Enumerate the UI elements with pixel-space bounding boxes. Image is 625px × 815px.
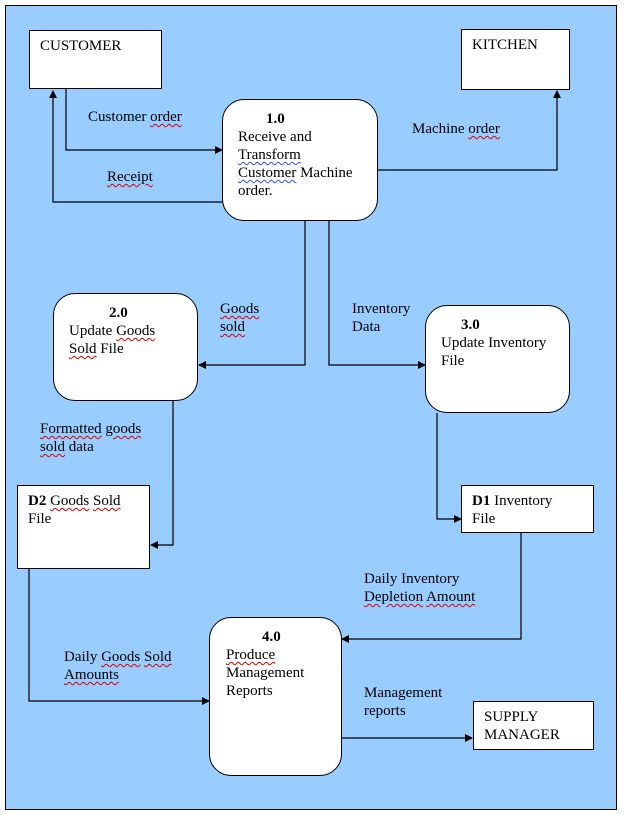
flow-goods-sold xyxy=(198,221,306,369)
process-2-line-1a: Update xyxy=(69,323,117,339)
process-2[interactable]: 2.0 Update Goods Sold File xyxy=(53,293,198,401)
process-4[interactable]: 4.0 Produce Management Reports xyxy=(209,617,342,776)
process-4-line-2: Management xyxy=(226,665,305,681)
store-d2-name-a: Goods xyxy=(50,493,90,509)
process-2-line-1b: Goods xyxy=(116,323,156,339)
entity-customer[interactable]: CUSTOMER xyxy=(29,30,162,89)
store-d1-name-a: Inventory xyxy=(490,493,553,509)
process-3[interactable]: 3.0 Update Inventory File xyxy=(425,305,570,413)
process-4-line-3: Reports xyxy=(226,683,273,699)
store-d2-id: D2 xyxy=(28,493,47,509)
store-d1-name-b: File xyxy=(472,511,496,527)
label-management-reports: Management reports xyxy=(364,685,443,719)
process-1-id: 1.0 xyxy=(266,111,285,127)
process-3-id: 3.0 xyxy=(461,317,480,333)
store-d1-id: D1 xyxy=(472,493,491,509)
process-1-line-3a: Customer xyxy=(238,165,297,181)
entity-kitchen[interactable]: KITCHEN xyxy=(461,29,570,90)
process-2-line-2b: File xyxy=(96,341,124,357)
flow-formatted-goods-sold xyxy=(150,401,174,549)
label-daily-inventory-depletion: Daily Inventory Depletion Amount xyxy=(364,571,476,605)
entity-supply-manager-label-2: MANAGER xyxy=(484,727,560,743)
entity-supply-manager[interactable]: SUPPLY MANAGER xyxy=(473,701,594,750)
store-d2-name-b: Sold xyxy=(93,493,121,509)
process-1-line-4: order. xyxy=(238,183,273,199)
entity-customer-label: CUSTOMER xyxy=(40,38,122,54)
flow-receipt xyxy=(49,90,222,203)
label-daily-goods-sold: Daily Goods Sold Amounts xyxy=(64,649,172,683)
process-3-line-2: File xyxy=(441,353,465,369)
process-2-id: 2.0 xyxy=(109,305,128,321)
entity-supply-manager-label-1: SUPPLY xyxy=(484,709,539,725)
process-1[interactable]: 1.0 Receive and Transform Customer Machi… xyxy=(222,99,378,221)
store-d2-goods-sold[interactable]: D2 Goods Sold File xyxy=(17,485,150,569)
flow-inventory-update xyxy=(436,413,462,523)
flow-machine-order xyxy=(378,90,561,171)
label-machine-order: Machine order xyxy=(412,121,500,137)
flow-customer-order xyxy=(65,89,223,154)
store-d2-name-c: File xyxy=(28,511,52,527)
label-formatted-goods-sold: Formatted goods sold data xyxy=(40,421,142,455)
process-4-line-1: Produce xyxy=(226,647,276,663)
label-receipt: Receipt xyxy=(107,169,153,185)
flow-daily-inventory-depletion xyxy=(341,533,522,643)
process-3-line-1: Update Inventory xyxy=(441,335,547,351)
process-4-id: 4.0 xyxy=(262,629,281,645)
process-1-line-2: Transform xyxy=(238,147,301,163)
label-goods-sold: Goods sold xyxy=(220,301,260,335)
entity-kitchen-label: KITCHEN xyxy=(472,37,538,53)
label-customer-order: Customer order xyxy=(88,109,182,125)
label-inventory-data: Inventory Data xyxy=(352,301,411,335)
flow-inventory-data xyxy=(328,221,426,369)
process-2-line-2a: Sold xyxy=(69,341,97,357)
process-1-line-1: Receive and xyxy=(238,129,312,145)
flow-daily-goods-sold xyxy=(28,569,210,705)
process-1-line-3b: Machine xyxy=(296,165,353,181)
store-d1-inventory[interactable]: D1 Inventory File xyxy=(461,485,594,533)
